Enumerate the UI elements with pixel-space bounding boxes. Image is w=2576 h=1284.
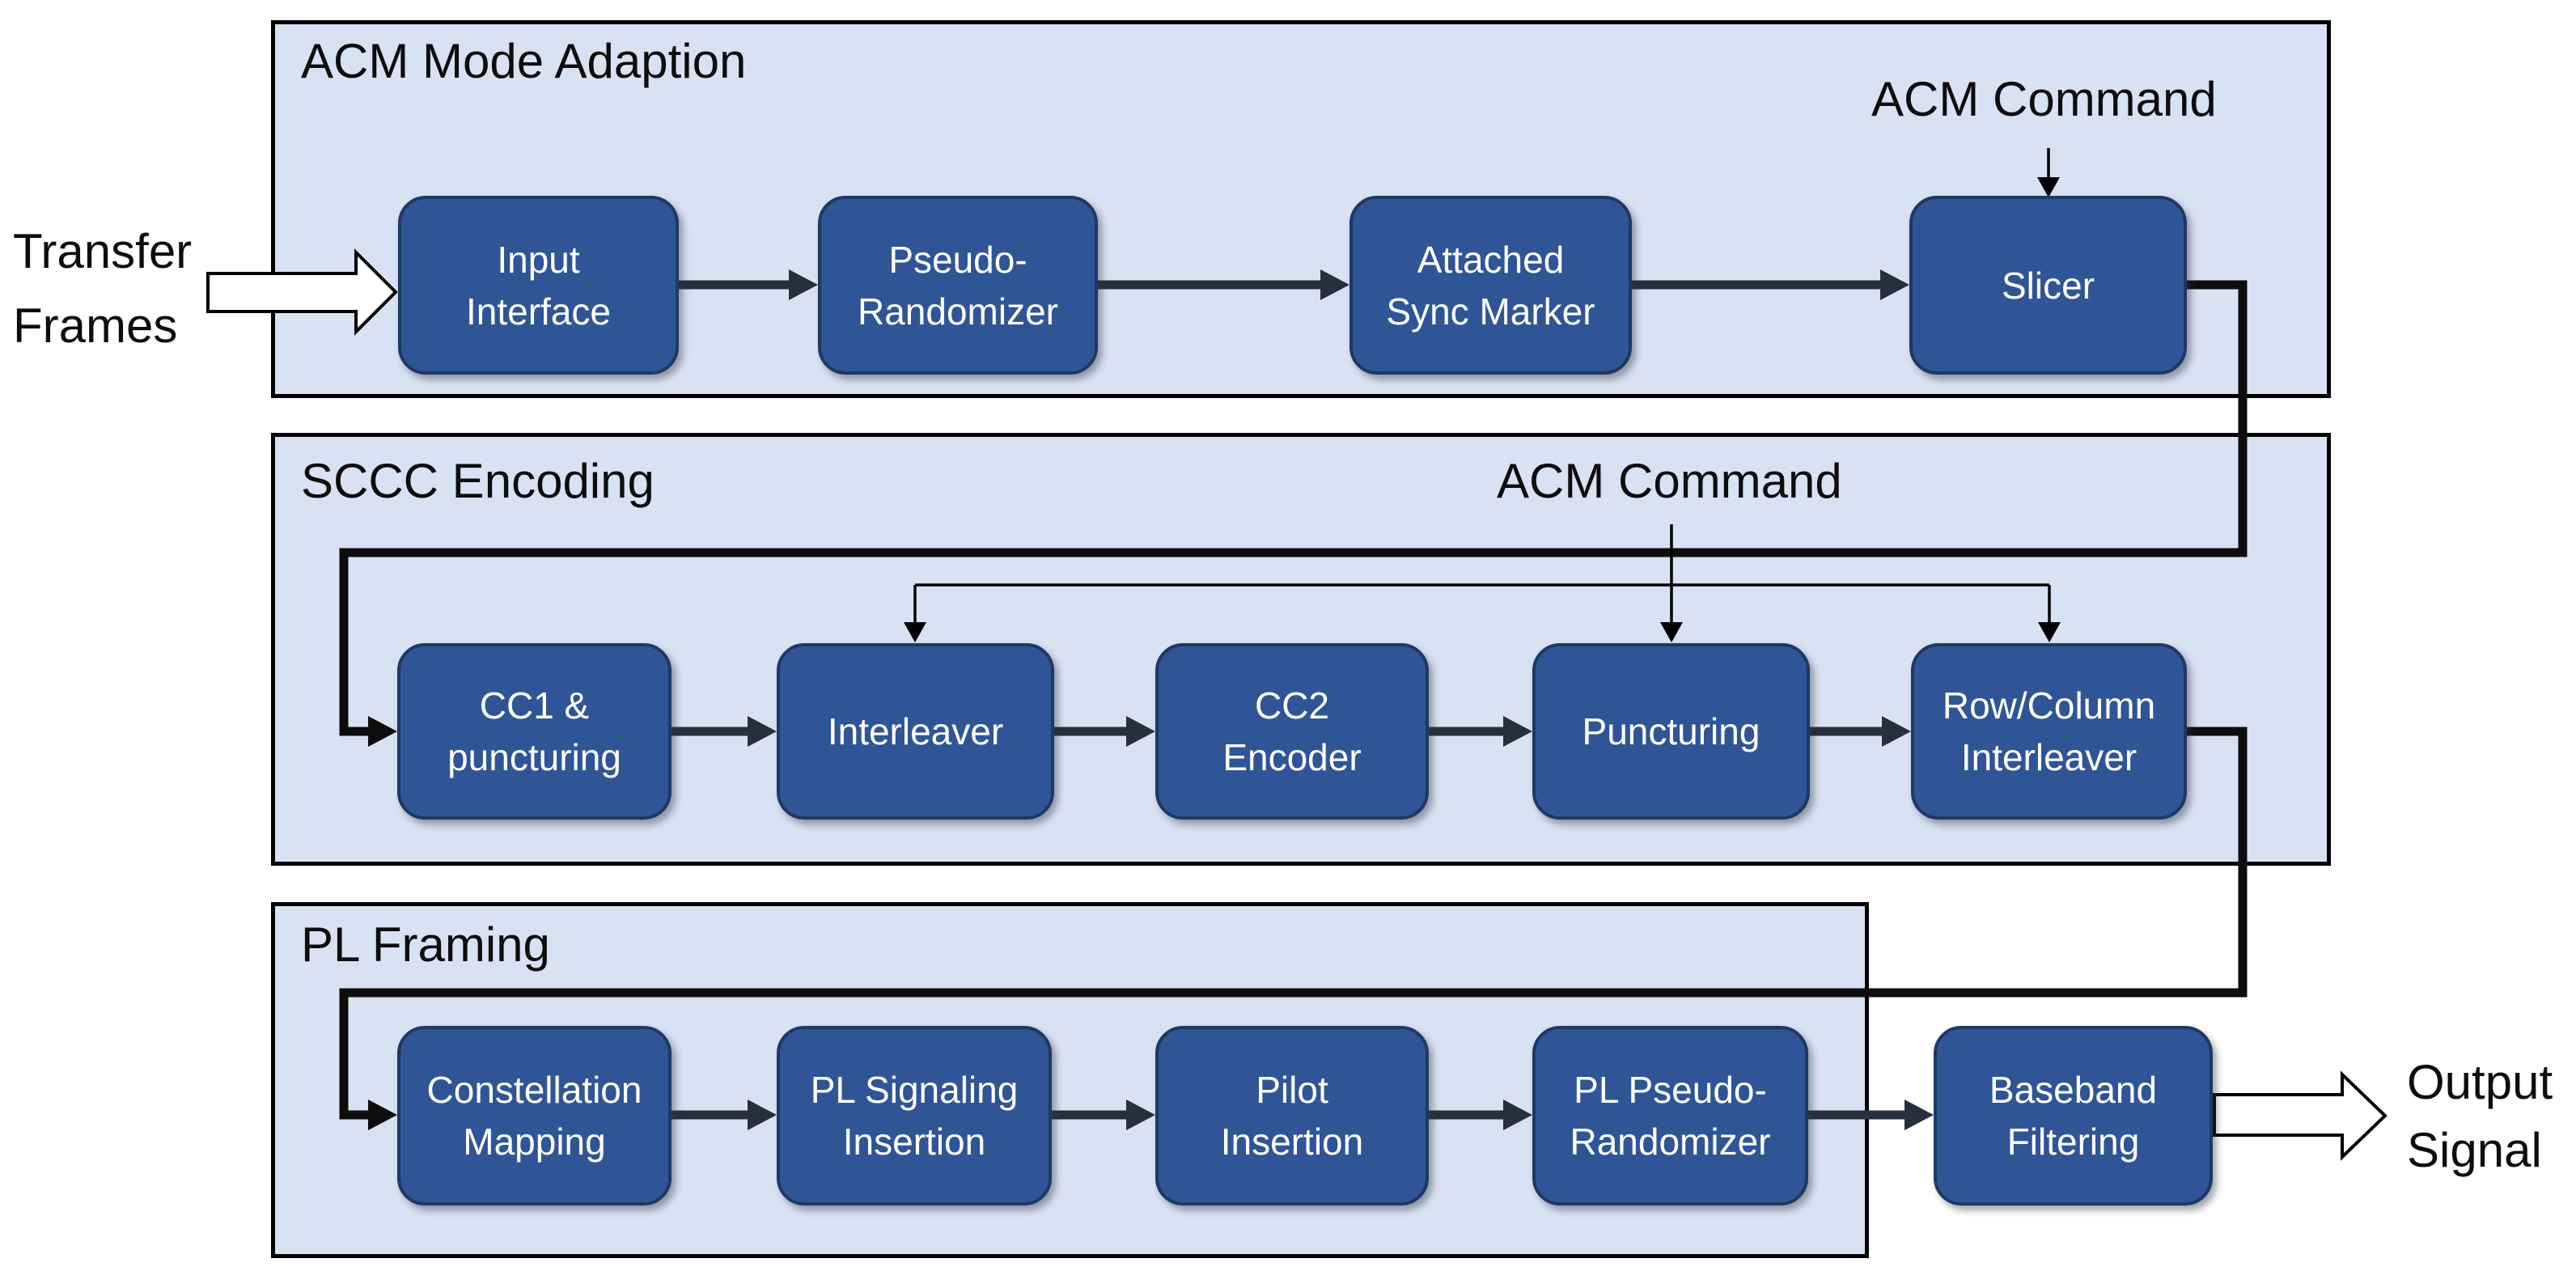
block-row-column-interleaver: Row/Column Interleaver bbox=[1911, 643, 2187, 820]
block-pilot-insertion: Pilot Insertion bbox=[1155, 1026, 1429, 1206]
arrow-head-cc2 bbox=[1126, 716, 1155, 747]
block-baseband-filtering: Baseband Filtering bbox=[1934, 1026, 2213, 1206]
label-acm-command-sccc: ACM Command bbox=[1497, 454, 1842, 508]
arrow-head-pseudo-randomizer bbox=[789, 269, 818, 300]
wire-head-cc1-puncturing bbox=[368, 716, 397, 747]
cmd-head-interleaver bbox=[904, 622, 926, 642]
section-title-pl: PL Framing bbox=[301, 917, 550, 972]
arrow-head-pl-signaling bbox=[748, 1100, 777, 1130]
wire-rowcolumn-to-constellation bbox=[339, 727, 2248, 1120]
arrow-head-baseband bbox=[1904, 1100, 1934, 1130]
arrow-head-interleaver bbox=[748, 716, 777, 747]
arrow-head-attached-sync bbox=[1320, 269, 1349, 300]
arrow-head-puncturing bbox=[1503, 716, 1532, 747]
block-constellation-mapping: Constellation Mapping bbox=[397, 1026, 672, 1206]
cmd-head-puncturing bbox=[1660, 622, 1683, 642]
block-slicer: Slicer bbox=[1909, 196, 2187, 375]
block-puncturing: Puncturing bbox=[1532, 643, 1810, 820]
block-pseudo-randomizer: Pseudo- Randomizer bbox=[818, 196, 1098, 375]
arrow-head-pl-pseudo bbox=[1503, 1100, 1532, 1130]
arrow-head-rowcolumn bbox=[1882, 716, 1911, 747]
arrow-head-pilot bbox=[1126, 1100, 1155, 1130]
arrow-head-slicer bbox=[1880, 269, 1909, 300]
open-arrow-output-signal bbox=[2213, 1070, 2387, 1161]
section-title-sccc: SCCC Encoding bbox=[301, 454, 655, 508]
block-attached-sync-marker: Attached Sync Marker bbox=[1349, 196, 1632, 375]
wire-head-constellation bbox=[368, 1100, 397, 1130]
label-transfer-frames: Transfer Frames bbox=[13, 224, 193, 353]
block-interleaver: Interleaver bbox=[777, 643, 1054, 820]
block-cc2-encoder: CC2 Encoder bbox=[1155, 643, 1429, 820]
wire-slicer-to-cc1-puncturing bbox=[339, 280, 2248, 736]
cmd-head-slicer bbox=[2037, 177, 2060, 197]
block-pl-pseudo-randomizer: PL Pseudo- Randomizer bbox=[1532, 1026, 1808, 1206]
label-acm-command-top: ACM Command bbox=[1871, 72, 2217, 126]
cmd-head-rowcolumn bbox=[2038, 622, 2061, 642]
block-pl-signaling-insertion: PL Signaling Insertion bbox=[777, 1026, 1052, 1206]
section-title-acm: ACM Mode Adaption bbox=[301, 34, 747, 88]
block-input-interface: Input Interface bbox=[398, 196, 679, 375]
label-output-signal: Output Signal bbox=[2407, 1055, 2553, 1177]
open-arrow-transfer-frames bbox=[206, 248, 398, 336]
block-cc1-puncturing: CC1 & puncturing bbox=[397, 643, 672, 820]
